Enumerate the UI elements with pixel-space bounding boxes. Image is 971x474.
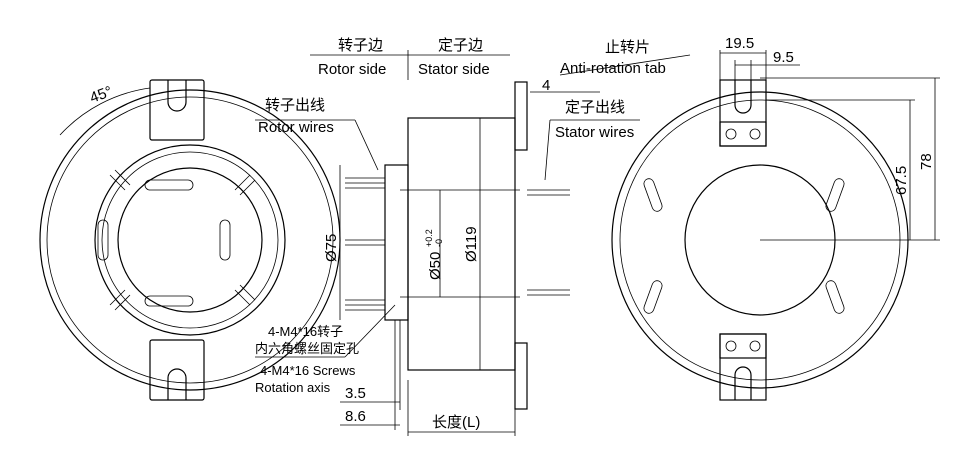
stator-wires-en: Stator wires: [555, 124, 634, 141]
length-label: 长度(L): [432, 414, 480, 431]
screws-cn-2: 内六角螺丝固定孔: [255, 341, 359, 356]
anti-rotation-en: Anti-rotation tab: [560, 60, 666, 77]
rotor-side-cn: 转子边: [338, 37, 383, 54]
d75-dim: Ø75: [323, 234, 340, 262]
tab-9-5-dim: 9.5: [773, 49, 794, 66]
d119-dim: Ø119: [463, 226, 480, 262]
front-view-stator: 止转片 Anti-rotation tab 19.5 9.5 67.5 78: [559, 35, 940, 401]
side-view: 转子边 Rotor side 定子边 Stator side 4 转子出线: [255, 37, 640, 436]
rotor-side-en: Rotor side: [318, 61, 386, 78]
height-67-5-dim: 67.5: [893, 166, 910, 195]
dim-3-5: 3.5: [345, 385, 366, 402]
d50-tol-lower: -0: [434, 239, 444, 247]
screws-en-1: 4-M4*16 Screws: [260, 363, 356, 378]
dim-8-6: 8.6: [345, 408, 366, 425]
screws-en-2: Rotation axis: [255, 380, 331, 395]
stator-side-cn: 定子边: [438, 37, 483, 54]
d50-tol-upper: +0.2: [424, 229, 434, 247]
flange-dim: 4: [542, 77, 550, 94]
stator-side-en: Stator side: [418, 61, 490, 78]
height-78-dim: 78: [918, 153, 935, 170]
rotor-wires-en: Rotor wires: [258, 119, 334, 136]
angle-label: 45°: [88, 83, 115, 107]
screws-cn-1: 4-M4*16转子: [268, 324, 343, 339]
rotor-wires-cn: 转子出线: [265, 97, 325, 114]
d50-dim: Ø50: [427, 252, 444, 280]
anti-rotation-cn: 止转片: [605, 39, 650, 56]
tab-19-5-dim: 19.5: [725, 35, 754, 52]
stator-wires-cn: 定子出线: [565, 99, 625, 116]
